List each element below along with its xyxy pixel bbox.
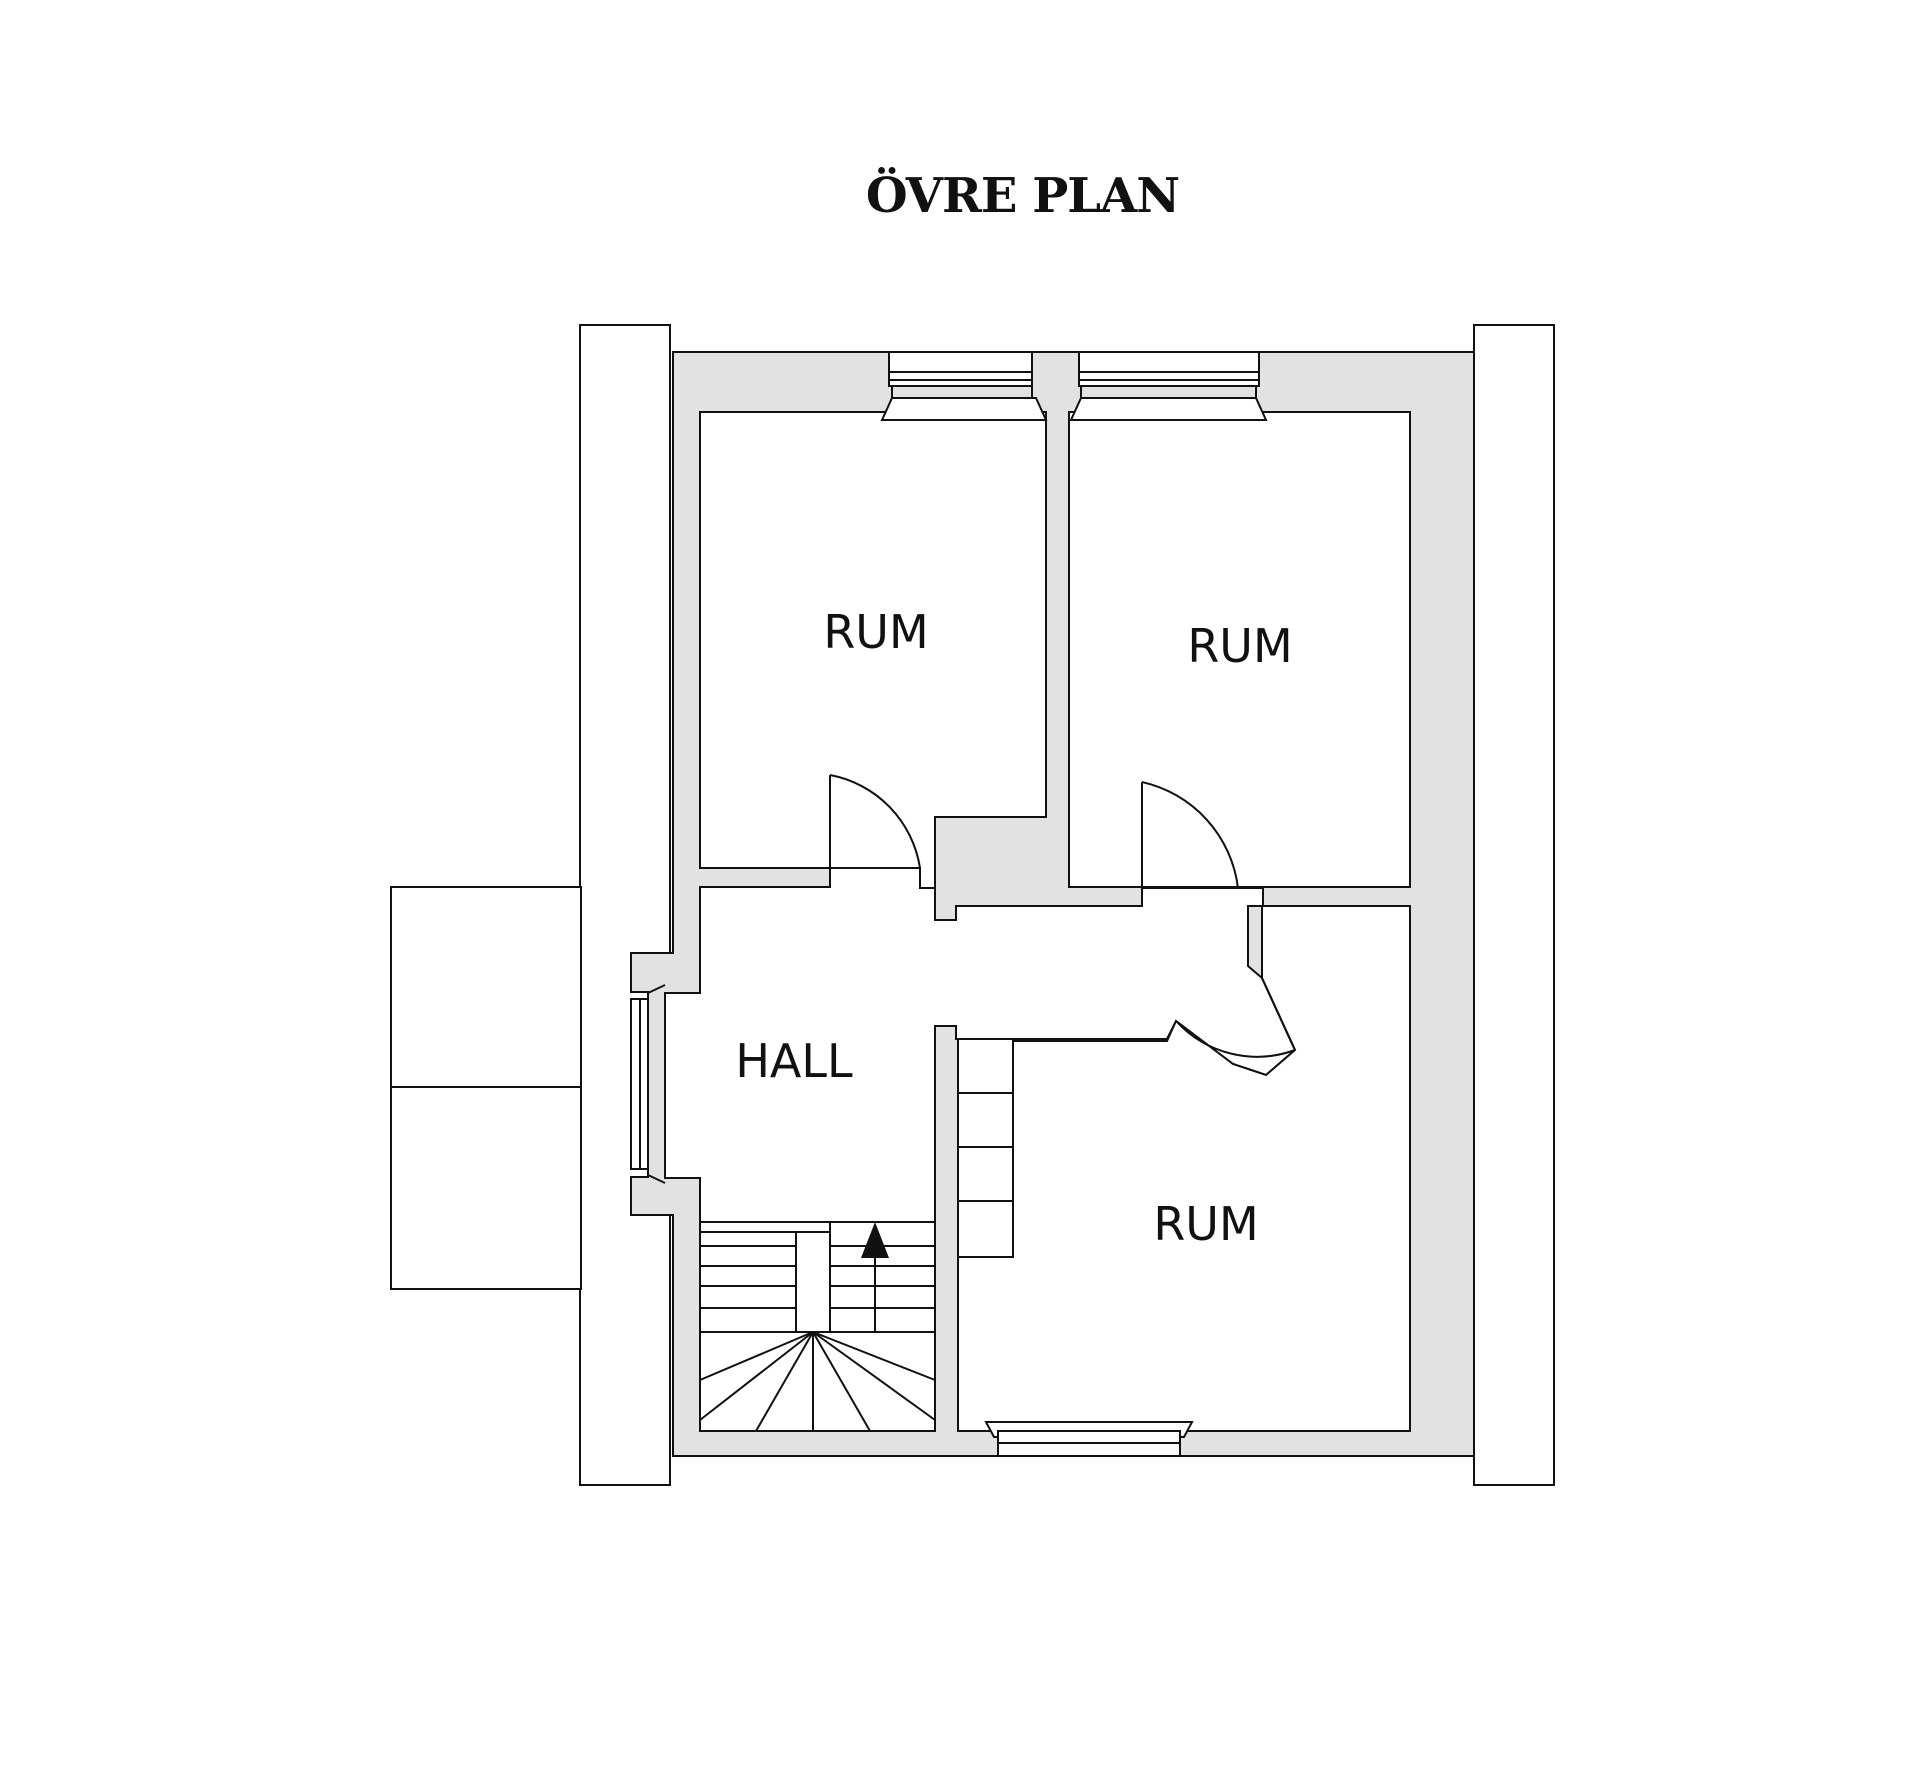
left-annex-upper xyxy=(390,886,582,1088)
door-rum-3 xyxy=(1175,977,1296,1058)
left-annex-lower xyxy=(390,1086,582,1290)
arrow-up-icon xyxy=(861,1222,889,1332)
window-top-right xyxy=(1069,351,1268,421)
staircase-area xyxy=(699,1221,936,1432)
room-label-rum-1: RUM xyxy=(823,605,928,659)
room-rum-2 xyxy=(1068,411,1411,888)
room-label-rum-2: RUM xyxy=(1187,619,1292,673)
room-label-hall: HALL xyxy=(735,1034,853,1088)
window-top-left xyxy=(880,351,1048,421)
plan-title: ÖVRE PLAN xyxy=(865,168,1180,224)
door-rum-1 xyxy=(829,774,921,887)
wardrobe xyxy=(957,1038,1014,1258)
left-chimney-block xyxy=(579,324,671,1486)
door-rum-2 xyxy=(1141,781,1239,906)
right-chimney-block xyxy=(1473,324,1555,1486)
window-hall-left xyxy=(630,984,666,1184)
window-bottom xyxy=(984,1421,1194,1457)
staircase xyxy=(699,1221,936,1432)
room-label-rum-3: RUM xyxy=(1153,1197,1258,1251)
